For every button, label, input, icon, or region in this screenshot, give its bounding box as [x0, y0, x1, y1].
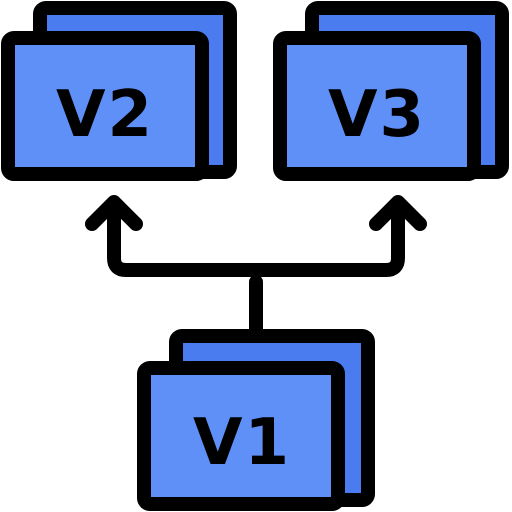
node-v2-label: V2 — [56, 78, 154, 152]
edge-v1-to-v3 — [249, 199, 405, 277]
edge-v1-to-v2 — [107, 199, 263, 277]
edge-v1-to-v2-arrowhead — [85, 195, 143, 231]
edge-v1-to-v3-arrowhead — [369, 195, 427, 231]
node-v1: V1 — [137, 329, 375, 511]
edges — [85, 195, 427, 337]
node-v1-label: V1 — [193, 406, 291, 480]
node-v3-front-card — [273, 31, 481, 181]
node-v3: V3 — [273, 1, 509, 181]
node-v2-front-card — [1, 31, 209, 181]
node-v2: V2 — [1, 1, 237, 181]
node-v1-front-card — [137, 361, 345, 511]
node-v3-label: V3 — [328, 78, 426, 152]
